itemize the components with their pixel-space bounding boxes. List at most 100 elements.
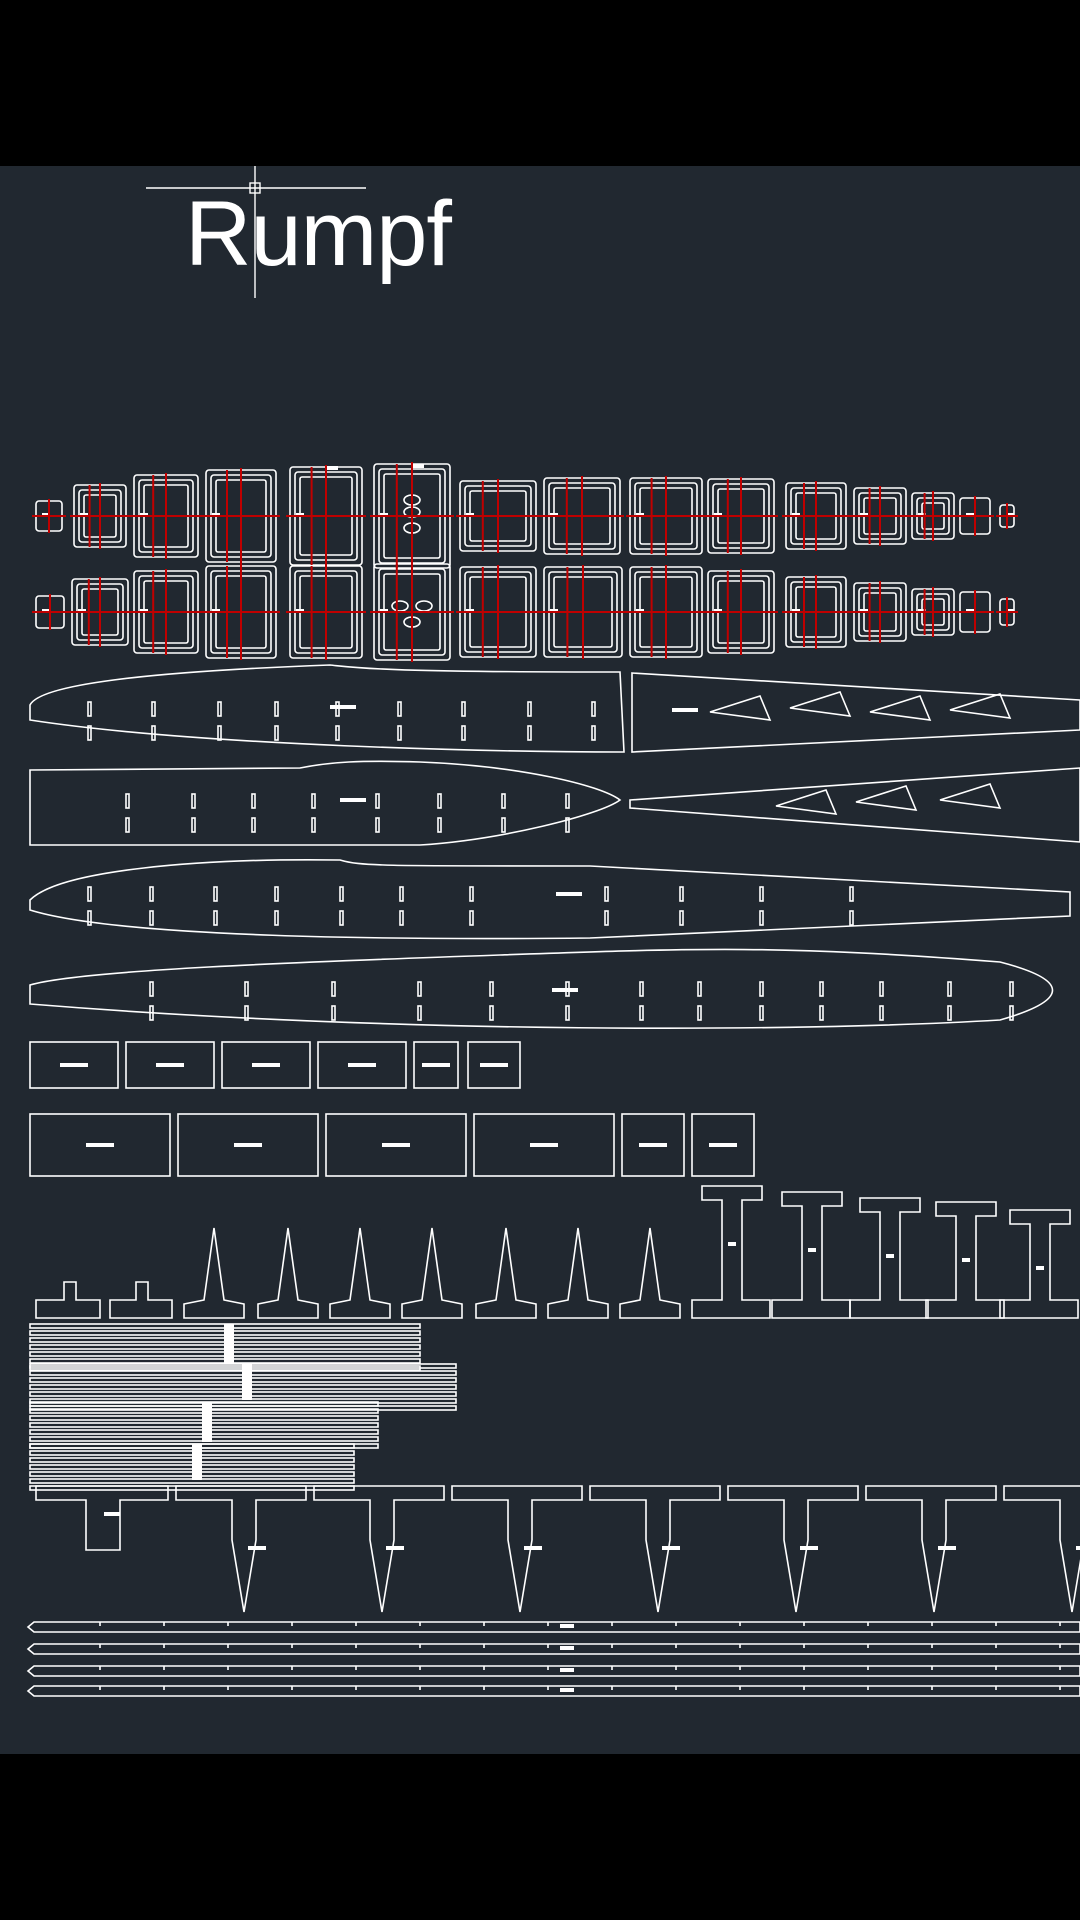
small-box-side	[467, 1041, 521, 1089]
large-box-side	[691, 1113, 755, 1177]
large-box-side-mark	[709, 1143, 737, 1147]
spike-former	[183, 1227, 245, 1319]
lightening-hole	[391, 600, 409, 612]
tail-lightening-hole	[855, 785, 918, 811]
panel-slot	[1009, 1005, 1014, 1021]
panel-slot	[397, 725, 402, 741]
panel-slot	[697, 1005, 702, 1021]
keel-mark	[938, 1546, 956, 1550]
frame-tab	[412, 464, 424, 468]
strip-mark	[192, 1444, 202, 1480]
panel-slot	[679, 886, 684, 902]
keel-former	[1003, 1485, 1080, 1613]
longeron-strip	[26, 1643, 1080, 1655]
panel-slot	[375, 817, 380, 833]
cad-drawing-viewport[interactable]	[0, 166, 1080, 1754]
large-box-side-mark	[530, 1143, 558, 1147]
panel-slot	[461, 725, 466, 741]
small-box-side	[29, 1041, 119, 1089]
spike-former	[475, 1227, 537, 1319]
large-box-side	[473, 1113, 615, 1177]
panel-slot	[759, 910, 764, 926]
strip-mark	[202, 1402, 212, 1442]
panel-slot	[87, 886, 92, 902]
panel-slot	[339, 910, 344, 926]
panel-slot	[759, 886, 764, 902]
panel-slot	[217, 701, 222, 717]
fuselage-side-panel	[29, 664, 625, 753]
panel-slot	[399, 910, 404, 926]
panel-label-mark	[556, 892, 582, 896]
panel-slot	[149, 910, 154, 926]
panel-label-mark	[552, 988, 578, 992]
panel-slot	[527, 701, 532, 717]
keel-mark	[662, 1546, 680, 1550]
panel-slot	[244, 981, 249, 997]
longeron-strip	[26, 1685, 1080, 1697]
tee-former	[691, 1185, 771, 1319]
keel-mark	[1076, 1546, 1080, 1550]
large-box-side-mark	[234, 1143, 262, 1147]
keel-mark	[800, 1546, 818, 1550]
panel-slot	[149, 981, 154, 997]
panel-slot	[87, 910, 92, 926]
keel-former	[451, 1485, 583, 1613]
large-box-side	[621, 1113, 685, 1177]
panel-slot	[331, 1005, 336, 1021]
panel-slot	[437, 817, 442, 833]
panel-slot	[311, 817, 316, 833]
panel-slot	[604, 886, 609, 902]
tail-lightening-hole	[939, 783, 1002, 809]
panel-slot	[819, 1005, 824, 1021]
panel-slot	[879, 1005, 884, 1021]
panel-slot	[565, 817, 570, 833]
panel-label-mark	[330, 705, 356, 709]
panel-slot	[527, 725, 532, 741]
panel-slot	[947, 981, 952, 997]
panel-slot	[217, 725, 222, 741]
panel-slot	[251, 793, 256, 809]
large-box-side-mark	[382, 1143, 410, 1147]
keel-mark	[104, 1512, 120, 1516]
spike-former	[619, 1227, 681, 1319]
keel-former	[175, 1485, 307, 1613]
keel-former	[313, 1485, 445, 1613]
tail-lightening-hole	[869, 695, 932, 721]
panel-slot	[274, 886, 279, 902]
panel-slot	[1009, 981, 1014, 997]
tail-lightening-hole	[775, 789, 838, 815]
panel-slot	[469, 910, 474, 926]
small-box-side	[221, 1041, 311, 1089]
panel-slot	[591, 725, 596, 741]
panel-slot	[849, 886, 854, 902]
keel-mark	[524, 1546, 542, 1550]
panel-slot	[461, 701, 466, 717]
strip-mark	[224, 1324, 234, 1364]
panel-slot	[417, 1005, 422, 1021]
keel-former	[865, 1485, 997, 1613]
spike-former	[547, 1227, 609, 1319]
longeron-mark	[560, 1688, 574, 1692]
cad-drawing-canvas[interactable]	[0, 166, 1080, 1754]
tee-former	[999, 1209, 1079, 1319]
panel-slot	[331, 981, 336, 997]
small-box-side-mark	[348, 1063, 376, 1067]
frame-tab	[326, 466, 338, 470]
panel-slot	[489, 981, 494, 997]
small-box-side-mark	[60, 1063, 88, 1067]
panel-slot	[149, 1005, 154, 1021]
small-box-side	[413, 1041, 459, 1089]
panel-slot	[87, 701, 92, 717]
tail-lightening-hole	[949, 693, 1012, 719]
panel-label-mark	[672, 708, 698, 712]
panel-slot	[501, 817, 506, 833]
panel-slot	[417, 981, 422, 997]
keel-root-piece	[35, 1485, 169, 1551]
former-mark	[728, 1242, 736, 1246]
spike-former	[329, 1227, 391, 1319]
longeron-mark	[560, 1624, 574, 1628]
panel-slot	[213, 886, 218, 902]
panel-slot	[591, 701, 596, 717]
panel-slot	[639, 981, 644, 997]
fuselage-tail-panel	[631, 672, 1080, 753]
